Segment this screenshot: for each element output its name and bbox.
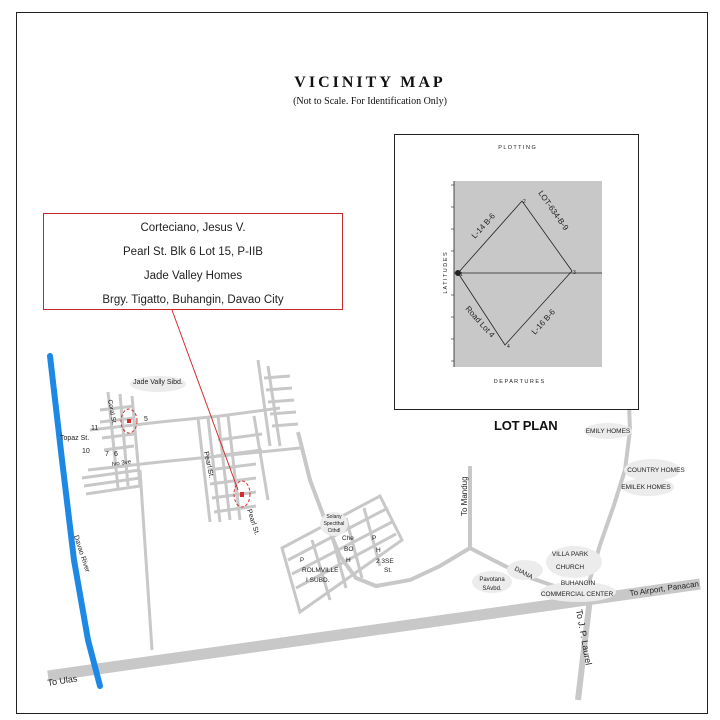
owner-subdivision: Jade Valley Homes <box>143 270 243 282</box>
label-7: 7 <box>105 451 109 458</box>
label-buhangin: BUHANGIN <box>561 580 596 587</box>
curve-road <box>296 431 472 589</box>
label-grid-2: BO <box>344 546 353 553</box>
landmark-bubbles <box>130 376 680 602</box>
label-country: COUNTRY HOMES <box>627 467 685 474</box>
label-5: 5 <box>144 416 148 423</box>
lot-marker-ring <box>233 480 251 508</box>
label-to-ulas: To Ulas <box>47 673 79 688</box>
label-commercial: COMMERCIAL CENTER <box>541 591 614 598</box>
label-11: 11 <box>91 425 98 432</box>
label-p-left: P <box>300 558 304 564</box>
label-church: CHURCH <box>556 564 584 571</box>
corner-1: 1 <box>460 272 463 278</box>
plotting-label: P L O T T I N G <box>498 145 536 151</box>
latitudes-label: L A T I T U D E S <box>443 252 449 294</box>
label-to-airport: To Airport, Panacan <box>629 579 699 598</box>
jade-valley-streets <box>81 359 301 651</box>
label-grid-5: H <box>376 547 381 554</box>
label-pearl-lower: Pearl St. <box>245 508 260 536</box>
label-pavotana-1: Pavotana <box>479 577 505 583</box>
owner-barangay: Brgy. Tigatto, Buhangin, Davao City <box>102 294 284 306</box>
label-to-mandug: To Mandug <box>460 476 469 516</box>
owner-address: Pearl St. Blk 6 Lot 15, P-IIB <box>123 246 263 258</box>
label-emily: EMILY HOMES <box>586 428 631 435</box>
label-rolmville-2: I SUBD. <box>306 577 330 584</box>
lot-marker <box>240 492 244 497</box>
departures-label: D E P A R T U R E S <box>494 379 545 385</box>
lot-polygon <box>457 200 573 346</box>
label-emilek: EMILEK HOMES <box>621 484 671 491</box>
lot-plan-plot: P L O T T I N G 1 2 3 4 L-14 B-6 LOT-634… <box>443 145 602 385</box>
label-grid-6: 2 3SE <box>376 558 394 565</box>
lot-plan-panel: P L O T T I N G 1 2 3 4 L-14 B-6 LOT-634… <box>394 134 639 410</box>
label-topaz: Topaz St. <box>60 435 89 442</box>
label-pavotana-2: SAvbd. <box>482 586 502 592</box>
label-grid-7: St. <box>384 567 392 574</box>
plot-area <box>454 181 602 367</box>
corner-4: 4 <box>507 344 510 350</box>
label-solany-3: Cithdl <box>328 528 341 534</box>
label-10: 10 <box>82 448 90 455</box>
label-solany-2: Spectthal <box>324 521 345 527</box>
corner-2: 2 <box>523 199 526 205</box>
label-grid-4: P <box>372 535 376 542</box>
corner-3: 3 <box>573 270 576 276</box>
label-grid-1: Che <box>342 535 354 542</box>
label-villa-park: VILLA PARK <box>552 551 589 558</box>
jp-laurel-road <box>575 597 593 701</box>
map-frame <box>16 12 708 714</box>
label-coral: Coral St. <box>106 399 117 425</box>
label-6: 6 <box>114 451 118 458</box>
label-ave: Ivo 3ve <box>111 459 132 468</box>
lot-plan-label: LOT PLAN <box>494 418 558 433</box>
owner-info-box: Corteciano, Jesus V. Pearl St. Blk 6 Lot… <box>43 213 343 310</box>
map-title: VICINITY MAP <box>294 74 446 91</box>
origin-point <box>455 270 461 276</box>
davao-river <box>47 353 103 689</box>
owner-name: Corteciano, Jesus V. <box>140 222 246 234</box>
coral-marker <box>127 419 131 423</box>
label-solany-1: Solany <box>326 514 342 520</box>
lat-ticks <box>451 184 454 362</box>
label-rolmville-1: ROLMVILLE <box>302 567 339 574</box>
label-grid-3: H <box>346 557 351 564</box>
label-jade-vally: Jade Vally Sibd. <box>133 379 183 386</box>
map-subtitle: (Not to Scale. For Identification Only) <box>293 96 447 107</box>
coral-marker-ring <box>120 408 138 434</box>
leader-line <box>171 309 239 491</box>
rolmville-subdivision <box>280 493 404 615</box>
